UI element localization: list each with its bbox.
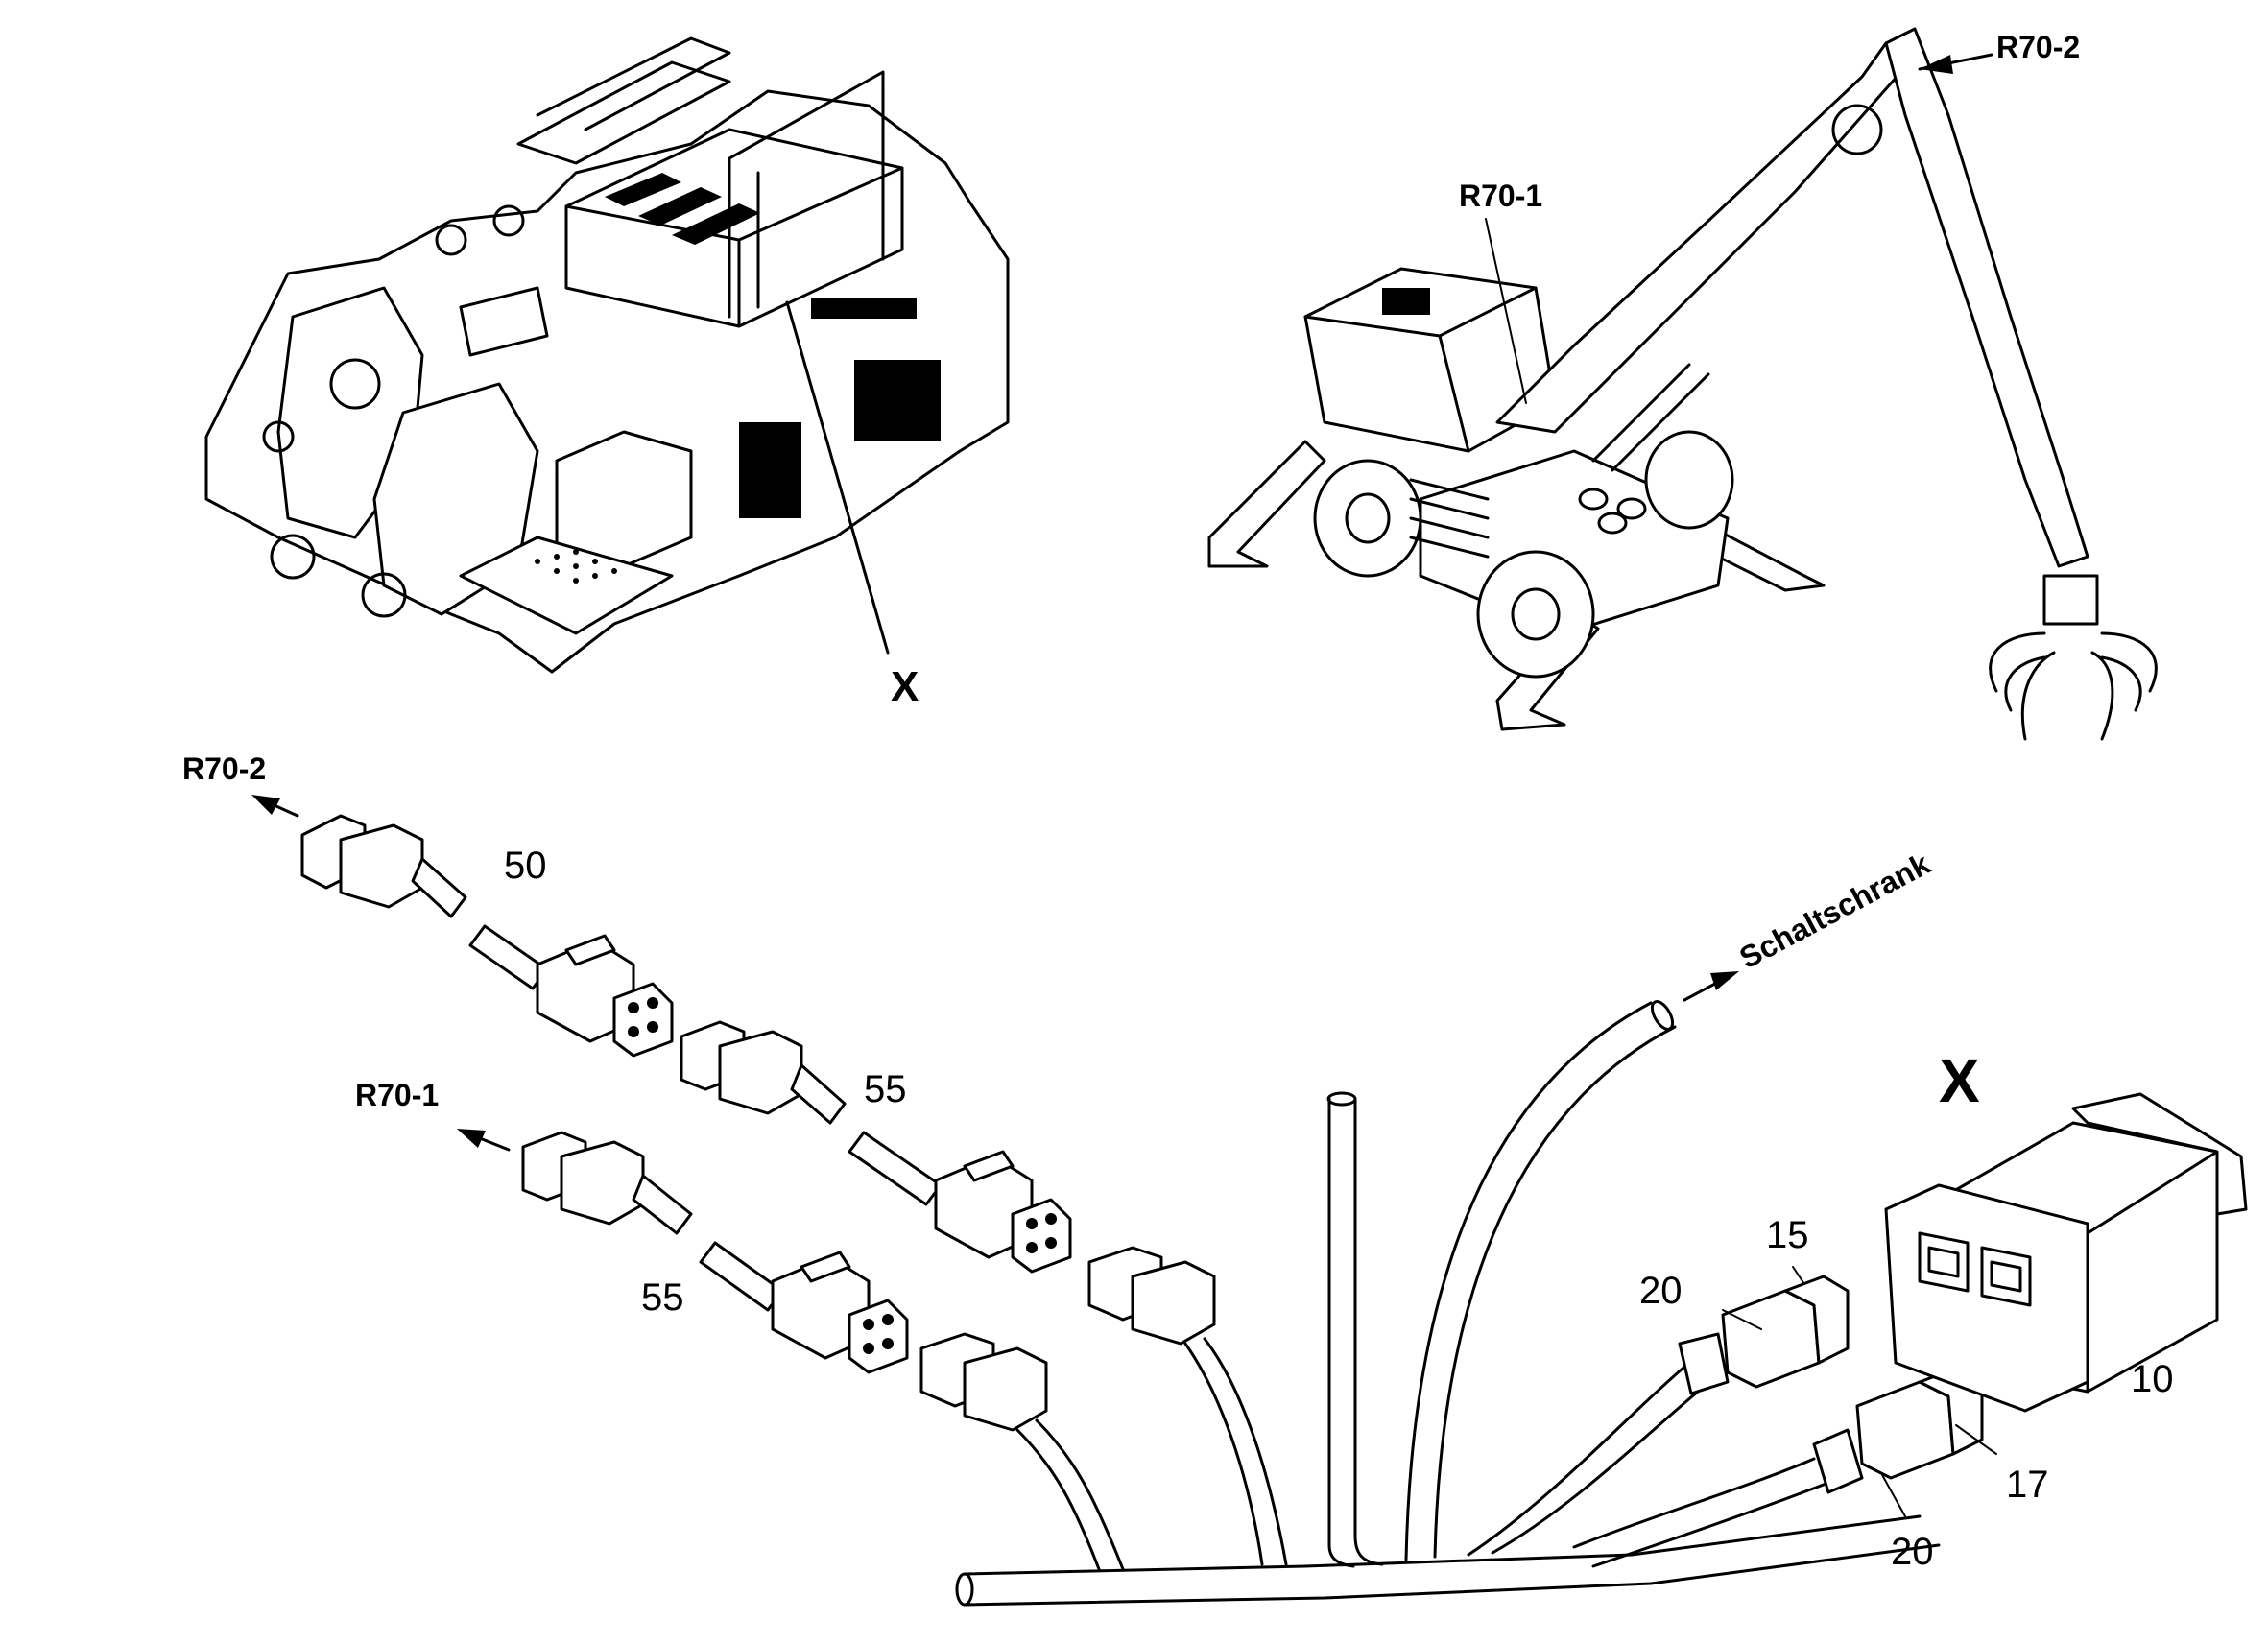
callout-r70-1-left: R70-1: [355, 1078, 439, 1112]
hood-grille: [605, 173, 760, 245]
callout-r70-2-top: R70-2: [1996, 30, 2080, 64]
cable-55-upper: [680, 1020, 1072, 1274]
arrow-r70-1-left: [457, 1129, 511, 1152]
item-number-55-lower: 55: [641, 1276, 684, 1319]
item-number-55-upper: 55: [864, 1068, 907, 1110]
arrow-r70-2-left: [251, 795, 299, 818]
item-number-15: 15: [1766, 1214, 1809, 1256]
cable-55-lower: [521, 1131, 909, 1374]
control-module: [1884, 1092, 2248, 1413]
cable-50: [300, 814, 674, 1058]
side-grille: [739, 298, 941, 518]
callout-schaltschrank: Schaltschrank: [1733, 846, 1935, 976]
callout-x-top: X: [891, 663, 919, 710]
item-number-20-lower: 20: [1891, 1531, 1934, 1573]
item-number-10: 10: [2131, 1358, 2174, 1400]
item-number-17: 17: [2006, 1464, 2049, 1506]
item-number-20-upper: 20: [1639, 1270, 1683, 1312]
upper-carriage-illustration: [204, 36, 1010, 674]
callout-r70-2-left: R70-2: [182, 751, 266, 786]
callout-x-detail: X: [1939, 1046, 1980, 1115]
callout-r70-1-top: R70-1: [1459, 179, 1542, 213]
arrow-schaltschrank: [1683, 971, 1739, 1002]
material-handler-illustration: [1207, 27, 2158, 741]
item-number-50: 50: [504, 845, 547, 887]
main-harness: [919, 1000, 1984, 1607]
grapple: [1989, 574, 2158, 741]
arrow-r70-2-top: [1918, 53, 1993, 74]
